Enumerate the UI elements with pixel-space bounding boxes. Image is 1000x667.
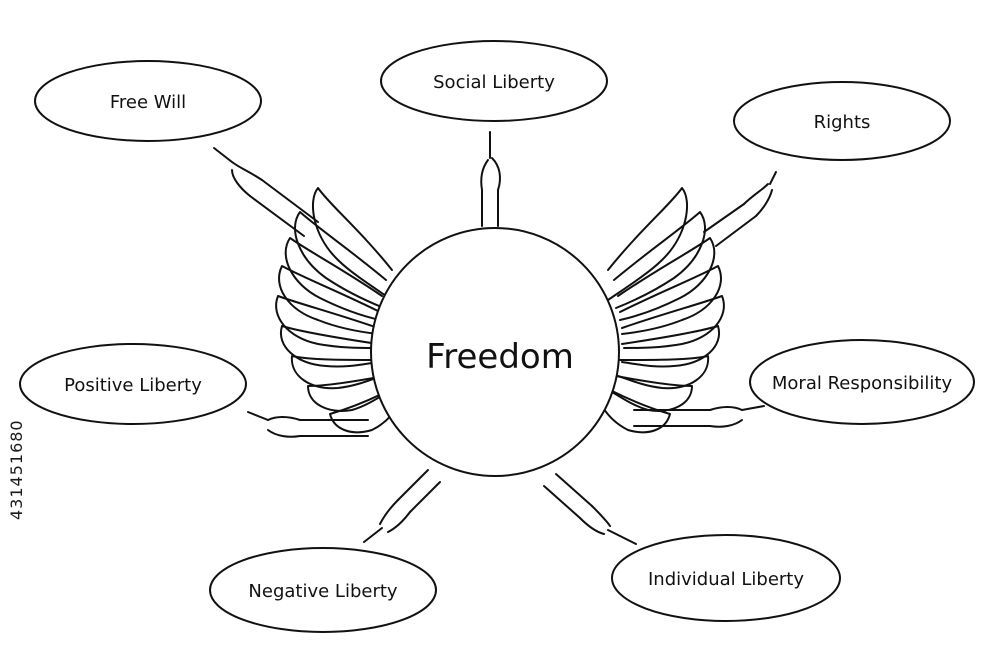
node-label: Free Will xyxy=(110,92,186,113)
node-social-liberty: Social Liberty xyxy=(380,40,608,122)
center-label: Freedom xyxy=(426,337,574,377)
node-positive-liberty: Positive Liberty xyxy=(19,343,247,425)
node-label: Negative Liberty xyxy=(248,581,397,602)
node-label: Social Liberty xyxy=(433,72,555,93)
right-wing-icon xyxy=(601,187,725,434)
pointing-hand-icon xyxy=(213,147,319,237)
node-individual-liberty: Individual Liberty xyxy=(611,534,841,622)
stock-id-watermark: 431451680 xyxy=(7,419,26,520)
node-label: Rights xyxy=(814,112,871,133)
left-wing-icon xyxy=(275,187,399,434)
pointing-hand-icon xyxy=(703,171,777,247)
center-circle xyxy=(370,227,620,477)
node-moral-responsibility: Moral Responsibility xyxy=(749,339,975,425)
node-negative-liberty: Negative Liberty xyxy=(209,547,437,633)
pointing-hand-icon xyxy=(543,473,637,545)
node-label: Individual Liberty xyxy=(648,569,804,590)
node-label: Positive Liberty xyxy=(64,375,202,396)
node-free-will: Free Will xyxy=(34,60,262,142)
pointing-hand-icon xyxy=(363,469,441,543)
pointing-hand-icon xyxy=(633,405,765,428)
pointing-hand-icon xyxy=(247,411,369,438)
node-label: Moral Responsibility xyxy=(772,373,953,394)
pointing-hand-icon xyxy=(480,131,501,227)
node-rights: Rights xyxy=(733,81,951,161)
